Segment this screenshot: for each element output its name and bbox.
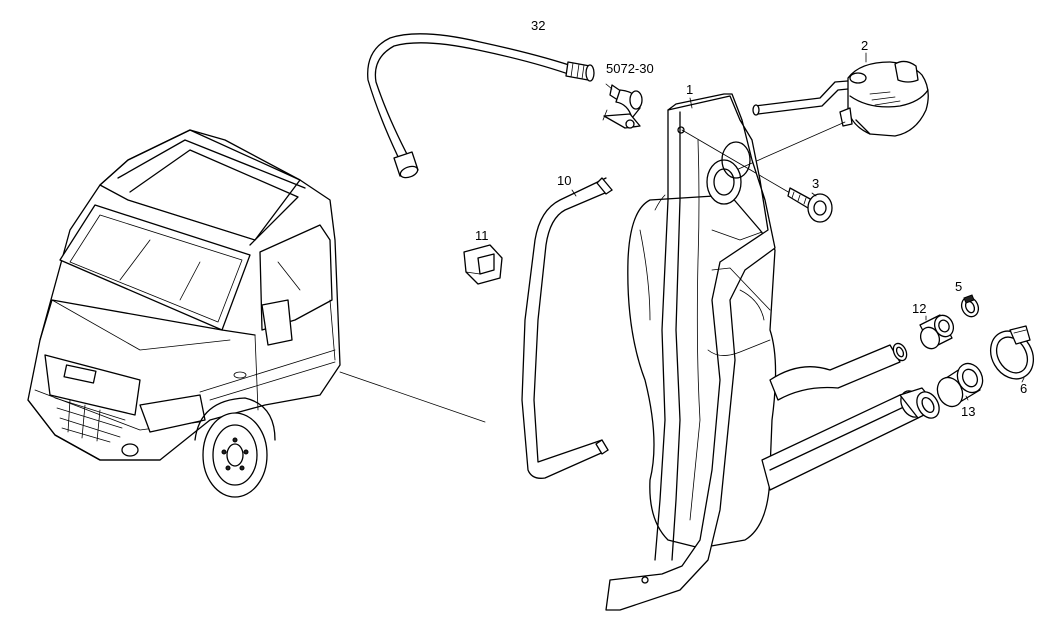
part-label-12: 12 bbox=[912, 301, 927, 316]
part-label-1: 1 bbox=[686, 82, 694, 97]
part-label-5: 5 bbox=[955, 279, 963, 294]
part-label-5072-30: 5072-30 bbox=[606, 61, 654, 76]
leader-1 bbox=[689, 97, 693, 109]
leader-3 bbox=[811, 192, 817, 197]
part-label-3: 3 bbox=[812, 176, 820, 191]
part-label-2: 2 bbox=[861, 38, 869, 53]
clip-11 bbox=[463, 244, 503, 285]
leader-10 bbox=[571, 189, 577, 197]
van-illustration bbox=[27, 129, 341, 498]
clip-5 bbox=[960, 294, 980, 318]
part-label-11: 11 bbox=[475, 228, 489, 243]
coolant-pipe-10 bbox=[521, 177, 613, 479]
leader-6 bbox=[1021, 377, 1025, 383]
part-label-13: 13 bbox=[961, 404, 976, 419]
fitting-5072-30 bbox=[602, 83, 643, 129]
leader-tank-2 bbox=[717, 121, 846, 179]
screw-3 bbox=[681, 129, 833, 223]
clamp-6 bbox=[989, 325, 1035, 380]
part-label-6: 6 bbox=[1020, 381, 1028, 396]
part-label-32: 32 bbox=[531, 18, 546, 33]
leader-13 bbox=[965, 395, 969, 401]
expansion-tank-2 bbox=[752, 60, 929, 137]
part-label-10: 10 bbox=[557, 173, 572, 188]
sleeve-13 bbox=[936, 362, 984, 408]
hose-32 bbox=[367, 33, 595, 179]
leader-van-to-tank bbox=[339, 371, 486, 423]
radiator-tank-1 bbox=[605, 93, 940, 611]
clamp-12 bbox=[919, 314, 955, 350]
